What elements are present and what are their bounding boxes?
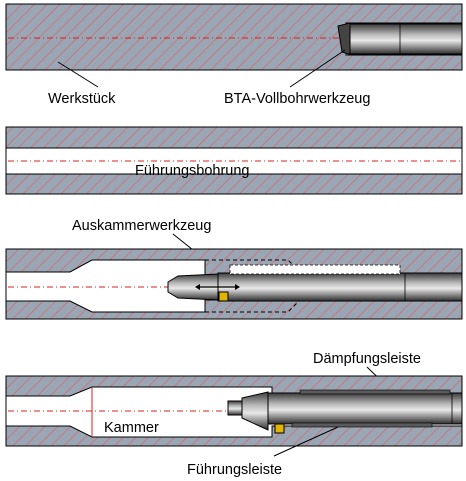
guide-pad-strip (291, 422, 433, 428)
panel-3-chambering (5, 248, 463, 320)
panel-2-pilot-bore (5, 126, 463, 195)
label-damping-pad: Dämpfungsleiste (313, 351, 421, 367)
label-bta-tool: BTA-Vollbohrwerkzeug (224, 91, 370, 107)
leader-workpiece (57, 61, 99, 88)
bta-tool-drawing (337, 22, 463, 56)
panel-1-solid-drilling (5, 3, 463, 71)
cutting-insert-3 (218, 291, 229, 302)
label-guide-pad: Führungsleiste (187, 462, 282, 478)
leader-bta-tool (289, 49, 346, 88)
panel-4-chamber (5, 375, 463, 447)
label-chamber-tool: Auskammerwerkzeug (72, 218, 211, 234)
guide-tool-drawing (227, 389, 463, 434)
cutting-insert-4 (274, 423, 285, 434)
label-workpiece: Werkstück (48, 91, 116, 107)
damping-pad-strip (299, 389, 451, 395)
label-chamber: Kammer (104, 420, 159, 436)
label-pilot-bore: Führungsbohrung (135, 163, 249, 179)
leader-guide-pad (273, 426, 339, 457)
chamber-tool-drawing (167, 264, 463, 302)
